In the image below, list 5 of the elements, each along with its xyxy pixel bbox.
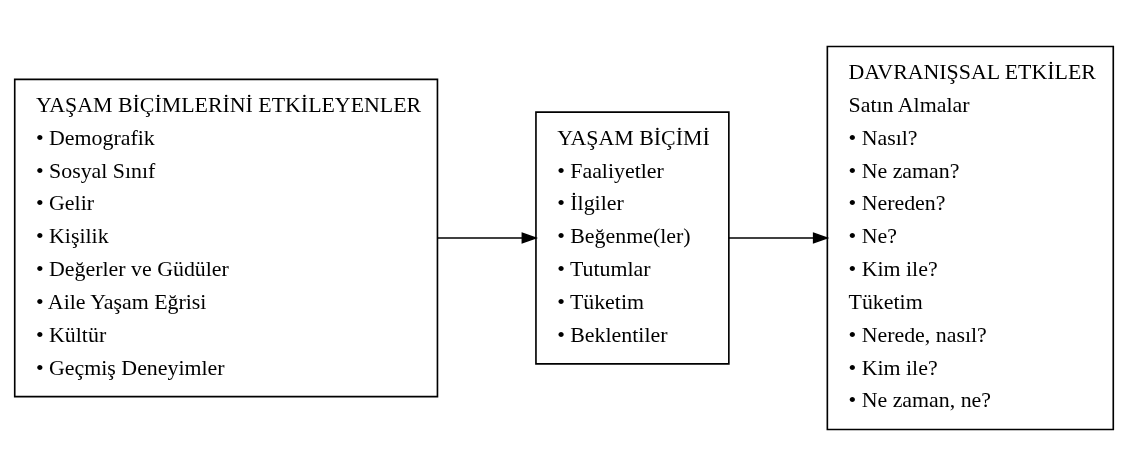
node-box: YAŞAM BİÇİMİ • Faaliyetler • İlgiler • Beğenme(ler) • Tutumlar • Tüketim • Beklentiler bbox=[535, 111, 730, 365]
node-box: YAŞAM BİÇİMLERİNİ ETKİLEYENLER • Demografik • Sosyal Sınıf • Gelir • Kişilik • Değerler ve Güdüler • Aile Yaşam Eğrisi • Kültür • Geçmiş Deneyimler bbox=[13, 78, 439, 398]
arrow bbox=[436, 232, 538, 244]
node-box: DAVRANIŞSAL ETKİLER Satın Almalar • Nasıl? • Ne zaman? • Nereden? • Ne? • Kim ile? Tüketim • Nerede, nasıl? • Kim ile? • Ne zaman, ne? bbox=[826, 45, 1115, 431]
arrow bbox=[728, 232, 830, 244]
